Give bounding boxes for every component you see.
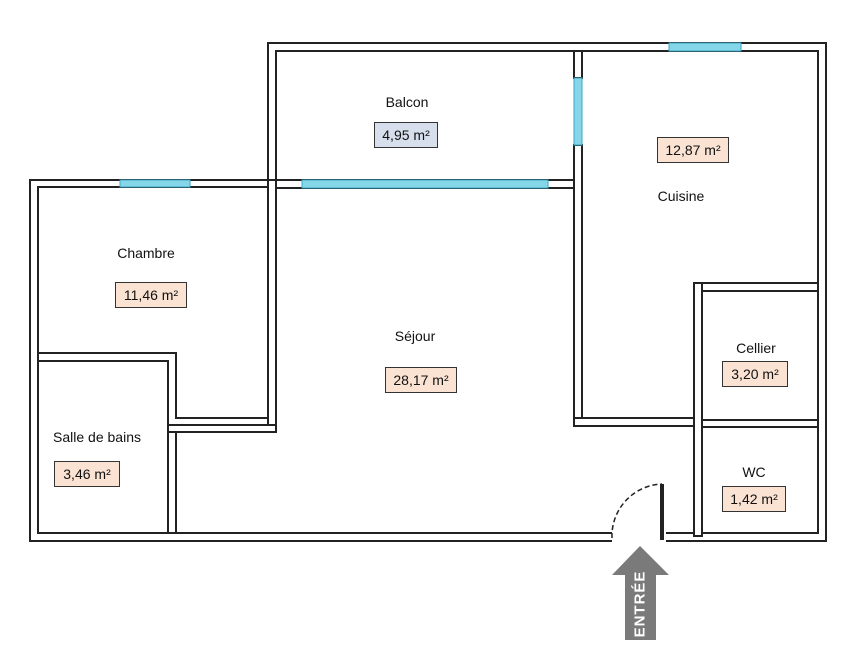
room-name-cellier: Cellier bbox=[736, 340, 776, 356]
window-cuisine-balcon bbox=[573, 77, 583, 146]
wall-cuisine-left-upper bbox=[573, 50, 583, 79]
door-swing-arc bbox=[611, 483, 663, 539]
wall-sejour-cap bbox=[167, 424, 277, 433]
entry-arrow bbox=[612, 546, 669, 640]
area-sejour: 28,17 m² bbox=[385, 367, 457, 393]
wall-chambre-sejour bbox=[267, 179, 277, 426]
wall-cellier-wc bbox=[701, 419, 819, 428]
wall-cuisine-cellier-v bbox=[693, 282, 703, 537]
room-name-salle-de-bains: Salle de bains bbox=[53, 429, 141, 445]
room-name-cuisine: Cuisine bbox=[657, 188, 705, 204]
wall-chambre-bottom bbox=[37, 352, 269, 426]
window-balcon-sejour bbox=[301, 179, 549, 189]
area-wc: 1,42 m² bbox=[722, 486, 786, 512]
area-cellier: 3,20 m² bbox=[722, 361, 788, 387]
window-chambre bbox=[119, 179, 191, 188]
entry-label: ENTRÉE bbox=[631, 570, 649, 638]
door-opening bbox=[612, 532, 666, 543]
wall-salle-de-bains-right bbox=[167, 424, 177, 534]
area-salle-de-bains: 3,46 m² bbox=[54, 461, 120, 487]
area-cuisine: 12,87 m² bbox=[657, 137, 729, 163]
window-cuisine-top bbox=[668, 42, 742, 52]
room-name-sejour: Séjour bbox=[394, 328, 436, 344]
room-name-balcon: Balcon bbox=[385, 94, 429, 110]
wall-cuisine-cellier-h bbox=[693, 282, 819, 292]
wall-cuisine-bottom bbox=[573, 417, 702, 427]
area-chambre: 11,46 m² bbox=[115, 282, 187, 308]
wall-cuisine-left-lower bbox=[573, 144, 583, 426]
room-name-chambre: Chambre bbox=[117, 245, 175, 261]
room-name-wc: WC bbox=[742, 464, 766, 480]
area-balcon: 4,95 m² bbox=[374, 122, 438, 148]
